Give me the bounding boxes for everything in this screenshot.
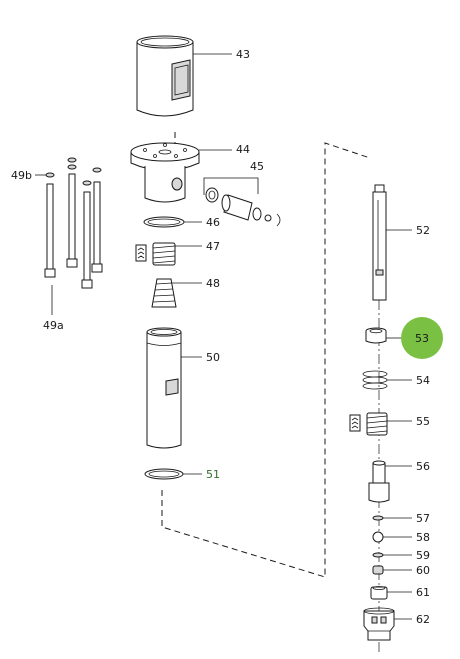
label-54: 54 — [416, 374, 430, 387]
highlight-badge-53[interactable] — [401, 317, 443, 359]
part-62-nozzle-base — [363, 607, 395, 641]
part-53-bushing — [365, 327, 387, 344]
part-43-sleeve-housing — [136, 35, 194, 117]
part-58-ball — [372, 531, 384, 543]
label-44: 44 — [236, 143, 250, 156]
label-52: 52 — [416, 224, 430, 237]
part-46-o-ring — [143, 216, 185, 228]
label-49b: 49b — [11, 169, 32, 182]
part-61-sleeve-nut — [370, 586, 388, 600]
label-45: 45 — [250, 160, 264, 173]
label-47: 47 — [206, 240, 220, 253]
part-44-flange-body — [130, 142, 200, 203]
spring-count-marker-47 — [135, 244, 147, 262]
label-56: 56 — [416, 460, 430, 473]
part-48-conical-spring — [151, 278, 177, 308]
part-54-spring — [362, 370, 388, 390]
part-59-washer — [372, 552, 384, 558]
part-55-spring — [366, 412, 388, 436]
part-57-small-ring — [372, 515, 384, 521]
part-52-shaft — [372, 184, 387, 301]
leader-45 — [203, 177, 259, 195]
part-60-seal — [372, 565, 384, 575]
label-43: 43 — [236, 48, 250, 61]
part-45-pin-assembly — [205, 187, 281, 227]
label-62: 62 — [416, 613, 430, 626]
label-49a: 49a — [43, 319, 64, 332]
part-49a-bolts — [44, 173, 103, 289]
part-56-stepped-piston — [368, 460, 390, 503]
part-49b-washers — [45, 157, 102, 186]
part-50-main-tube — [146, 327, 182, 449]
label-51: 51 — [206, 468, 220, 481]
part-47-spring — [152, 242, 176, 266]
label-53[interactable]: 53 — [415, 332, 429, 345]
label-50: 50 — [206, 351, 220, 364]
label-46: 46 — [206, 216, 220, 229]
label-55: 55 — [416, 415, 430, 428]
label-57: 57 — [416, 512, 430, 525]
assembly-path-left — [161, 142, 371, 578]
label-58: 58 — [416, 531, 430, 544]
label-59: 59 — [416, 549, 430, 562]
label-48: 48 — [206, 277, 220, 290]
label-61: 61 — [416, 586, 430, 599]
label-60: 60 — [416, 564, 430, 577]
spring-count-marker-55 — [349, 414, 361, 432]
part-51-o-ring — [144, 468, 184, 480]
